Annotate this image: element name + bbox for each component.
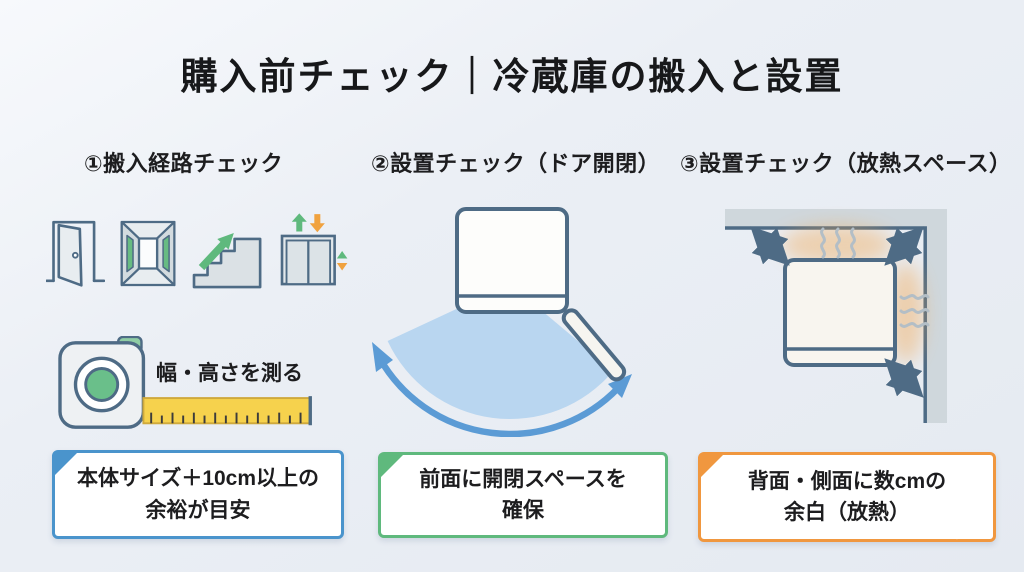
- door-swing-illustration: [372, 192, 672, 442]
- hallway-icon: [120, 220, 176, 287]
- carry-route-icon-row: [46, 200, 348, 299]
- size-down-arrow-icon: [336, 263, 348, 271]
- sparkle-icon: [936, 498, 978, 545]
- heat-clearance-illustration: [695, 185, 995, 435]
- up-arrow-icon: [198, 232, 234, 271]
- wall-corner-icon: [725, 209, 947, 423]
- note-line: 余白（放熱）: [784, 501, 910, 524]
- tape-measure-icon: [58, 335, 312, 429]
- measure-illustration: [58, 335, 320, 438]
- note-line: 確保: [502, 499, 544, 522]
- note-line: 本体サイズ＋10cm以上の: [76, 467, 320, 490]
- swing-double-arrow-icon: [372, 342, 632, 438]
- size-up-arrow-icon: [336, 251, 348, 259]
- door-icon: [46, 220, 105, 287]
- section1-heading: ①搬入経路チェック: [84, 151, 284, 176]
- section3-heading: ③設置チェック（放熱スペース）: [680, 151, 1012, 176]
- note-line: 背面・側面に数cmの: [747, 469, 947, 493]
- page-title: 購入前チェック｜冷蔵庫の搬入と設置: [180, 56, 844, 97]
- carry-route-note: 本体サイズ＋10cm以上の 余裕が目安: [52, 450, 344, 539]
- fridge-corner-clearance-icon: [725, 209, 947, 423]
- stairs-icon: [192, 232, 262, 289]
- tape-strip: [142, 396, 312, 426]
- door-clearance-note: 前面に開閉スペースを 確保: [378, 452, 668, 538]
- clearance-arrows-icon: [750, 226, 924, 398]
- fridge-door-swing-icon: [372, 207, 632, 438]
- elevator-icon: [280, 213, 348, 286]
- note-line: 前面に開閉スペースを: [419, 467, 627, 491]
- note-line: 余裕が目安: [145, 498, 251, 522]
- door-swing-arc-icon: [387, 284, 614, 420]
- measure-caption: 幅・高さを測る: [156, 362, 303, 385]
- elevator-down-arrow-icon: [309, 214, 325, 233]
- heat-waves-icon: [820, 227, 930, 328]
- elevator-up-arrow-icon: [291, 213, 307, 232]
- fridge-top-view-icon: [783, 258, 897, 367]
- open-door-icon: [561, 308, 627, 382]
- heat-clearance-note: 背面・側面に数cmの 余白（放熱）: [698, 452, 996, 542]
- section2-heading: ②設置チェック（ドア開閉）: [371, 151, 661, 176]
- fridge-top-view-icon: [455, 207, 569, 314]
